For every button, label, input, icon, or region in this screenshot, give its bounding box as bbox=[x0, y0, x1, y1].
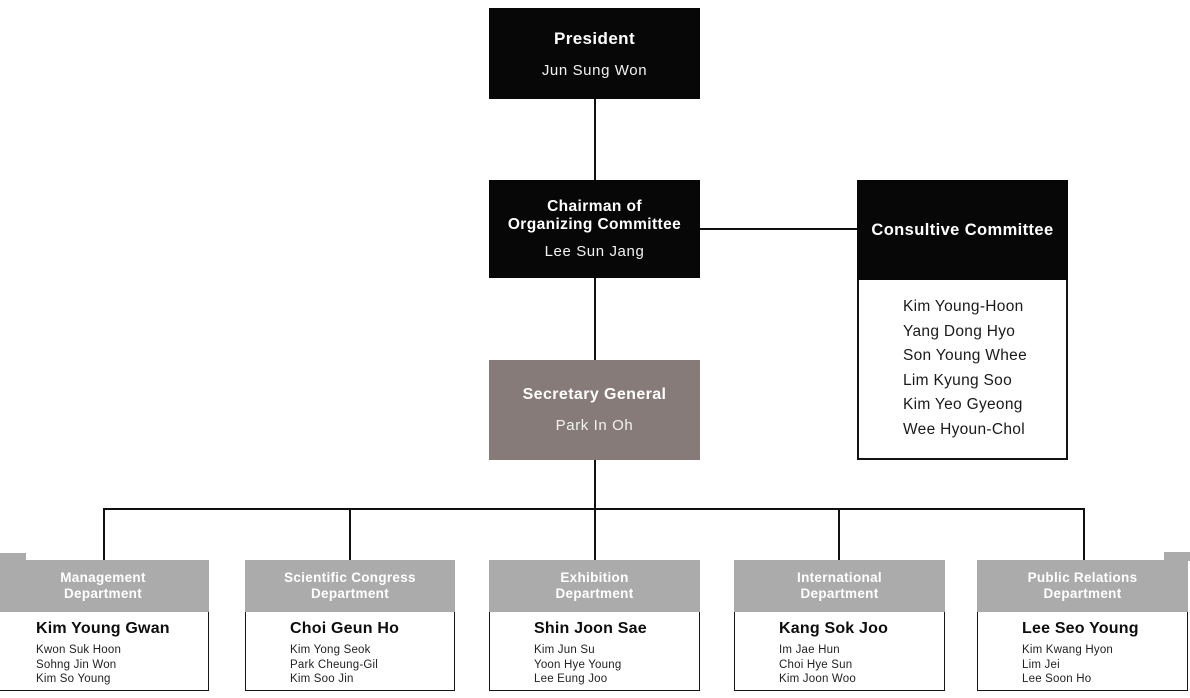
department-member: Kim Yong Seok bbox=[290, 644, 371, 656]
department-title-line2: Department bbox=[800, 586, 879, 601]
consultive-member: Lim Kyung Soo bbox=[903, 371, 1013, 389]
connector-distributor bbox=[103, 508, 1085, 510]
department-member: Sohng Jin Won bbox=[36, 658, 117, 671]
department-lead: Kang Sok Joo bbox=[779, 620, 889, 637]
department-header: Public Relations Department bbox=[977, 560, 1188, 612]
edge-fragment-right bbox=[1164, 552, 1190, 561]
president-box: President Jun Sung Won bbox=[489, 8, 700, 99]
department-member: Kim Kwang Hyon bbox=[1022, 644, 1114, 656]
department-title-line2: Department bbox=[310, 586, 389, 601]
connector-president-chairman bbox=[594, 98, 596, 180]
connector-secretary-down bbox=[594, 460, 596, 560]
department-header: International Department bbox=[734, 560, 945, 612]
department-member: Kim Joon Woo bbox=[779, 673, 856, 685]
department-member: Kim So Young bbox=[36, 673, 111, 685]
connector-drop-international bbox=[838, 508, 840, 560]
department-header: Scientific Congress Department bbox=[245, 560, 455, 612]
department-lead: Shin Joon Sae bbox=[534, 620, 647, 637]
chairman-title: Chairman of Organizing Committee bbox=[508, 198, 681, 235]
consultive-member: Son Young Whee bbox=[903, 347, 1027, 365]
secretary-general-title: Secretary General bbox=[522, 386, 667, 403]
department-title-line1: Public Relations bbox=[1027, 570, 1138, 585]
consultive-committee-header: Consultive Committee bbox=[857, 180, 1068, 280]
department-member: Lim Jei bbox=[1022, 658, 1060, 671]
department-title-line1: Exhibition bbox=[560, 570, 629, 585]
department-member: Kim Soo Jin bbox=[290, 673, 354, 685]
department-member: Lee Soon Ho bbox=[1022, 673, 1092, 685]
department-title-line2: Department bbox=[63, 586, 142, 601]
connector-chairman-consultive bbox=[700, 228, 857, 230]
consultive-member: Kim Yeo Gyeong bbox=[903, 396, 1023, 414]
department-body: Kim Young Gwan Kwon Suk Hoon Sohng Jin W… bbox=[0, 612, 209, 691]
connector-drop-public-relations bbox=[1083, 508, 1085, 560]
department-body: Kang Sok Joo Im Jae Hun Choi Hye Sun Kim… bbox=[734, 612, 945, 691]
department-public-relations: Public Relations Department Lee Seo Youn… bbox=[977, 560, 1188, 691]
consultive-member: Yang Dong Hyo bbox=[903, 322, 1016, 340]
department-title-line2: Department bbox=[1043, 586, 1122, 601]
secretary-general-box: Secretary General Park In Oh bbox=[489, 360, 700, 460]
department-member: Yoon Hye Young bbox=[534, 658, 622, 671]
chairman-name: Lee Sun Jang bbox=[544, 243, 645, 261]
department-member: Park Cheung-Gil bbox=[290, 658, 379, 671]
consultive-committee-members: Kim Young-Hoon Yang Dong Hyo Son Young W… bbox=[857, 280, 1068, 460]
edge-fragment-left bbox=[0, 553, 26, 561]
consultive-member: Kim Young-Hoon bbox=[903, 298, 1024, 315]
department-member: Im Jae Hun bbox=[779, 644, 840, 656]
department-header: Exhibition Department bbox=[489, 560, 700, 612]
department-lead: Kim Young Gwan bbox=[36, 620, 170, 637]
department-scientific-congress: Scientific Congress Department Choi Geun… bbox=[245, 560, 455, 691]
president-title: President bbox=[553, 28, 636, 48]
department-title-line1: International bbox=[797, 570, 882, 585]
department-management: Management Department Kim Young Gwan Kwo… bbox=[0, 560, 209, 691]
department-title-line1: Management bbox=[60, 570, 146, 585]
department-body: Shin Joon Sae Kim Jun Su Yoon Hye Young … bbox=[489, 612, 700, 691]
department-body: Choi Geun Ho Kim Yong Seok Park Cheung-G… bbox=[245, 612, 455, 691]
department-title-line1: Scientific Congress bbox=[284, 570, 416, 585]
chairman-title-line1: Chairman of bbox=[547, 197, 642, 215]
department-member: Lee Eung Joo bbox=[534, 673, 608, 685]
connector-drop-management bbox=[103, 508, 105, 560]
department-title-line2: Department bbox=[555, 586, 634, 601]
connector-chairman-secretary bbox=[594, 278, 596, 360]
consultive-committee-title: Consultive Committee bbox=[871, 220, 1054, 239]
department-exhibition: Exhibition Department Shin Joon Sae Kim … bbox=[489, 560, 700, 691]
department-header: Management Department bbox=[0, 560, 209, 612]
chairman-box: Chairman of Organizing Committee Lee Sun… bbox=[489, 180, 700, 278]
department-body: Lee Seo Young Kim Kwang Hyon Lim Jei Lee… bbox=[977, 612, 1188, 691]
chairman-title-line2: Organizing Committee bbox=[507, 216, 682, 233]
department-lead: Choi Geun Ho bbox=[290, 620, 400, 637]
department-member: Kwon Suk Hoon bbox=[36, 644, 122, 656]
consultive-member: Wee Hyoun-Chol bbox=[903, 420, 1025, 438]
department-member: Choi Hye Sun bbox=[779, 658, 853, 671]
department-international: International Department Kang Sok Joo Im… bbox=[734, 560, 945, 691]
connector-drop-scientific bbox=[349, 508, 351, 560]
president-name: Jun Sung Won bbox=[541, 61, 648, 79]
secretary-general-name: Park In Oh bbox=[555, 417, 634, 434]
department-member: Kim Jun Su bbox=[534, 644, 595, 656]
department-lead: Lee Seo Young bbox=[1022, 620, 1139, 637]
